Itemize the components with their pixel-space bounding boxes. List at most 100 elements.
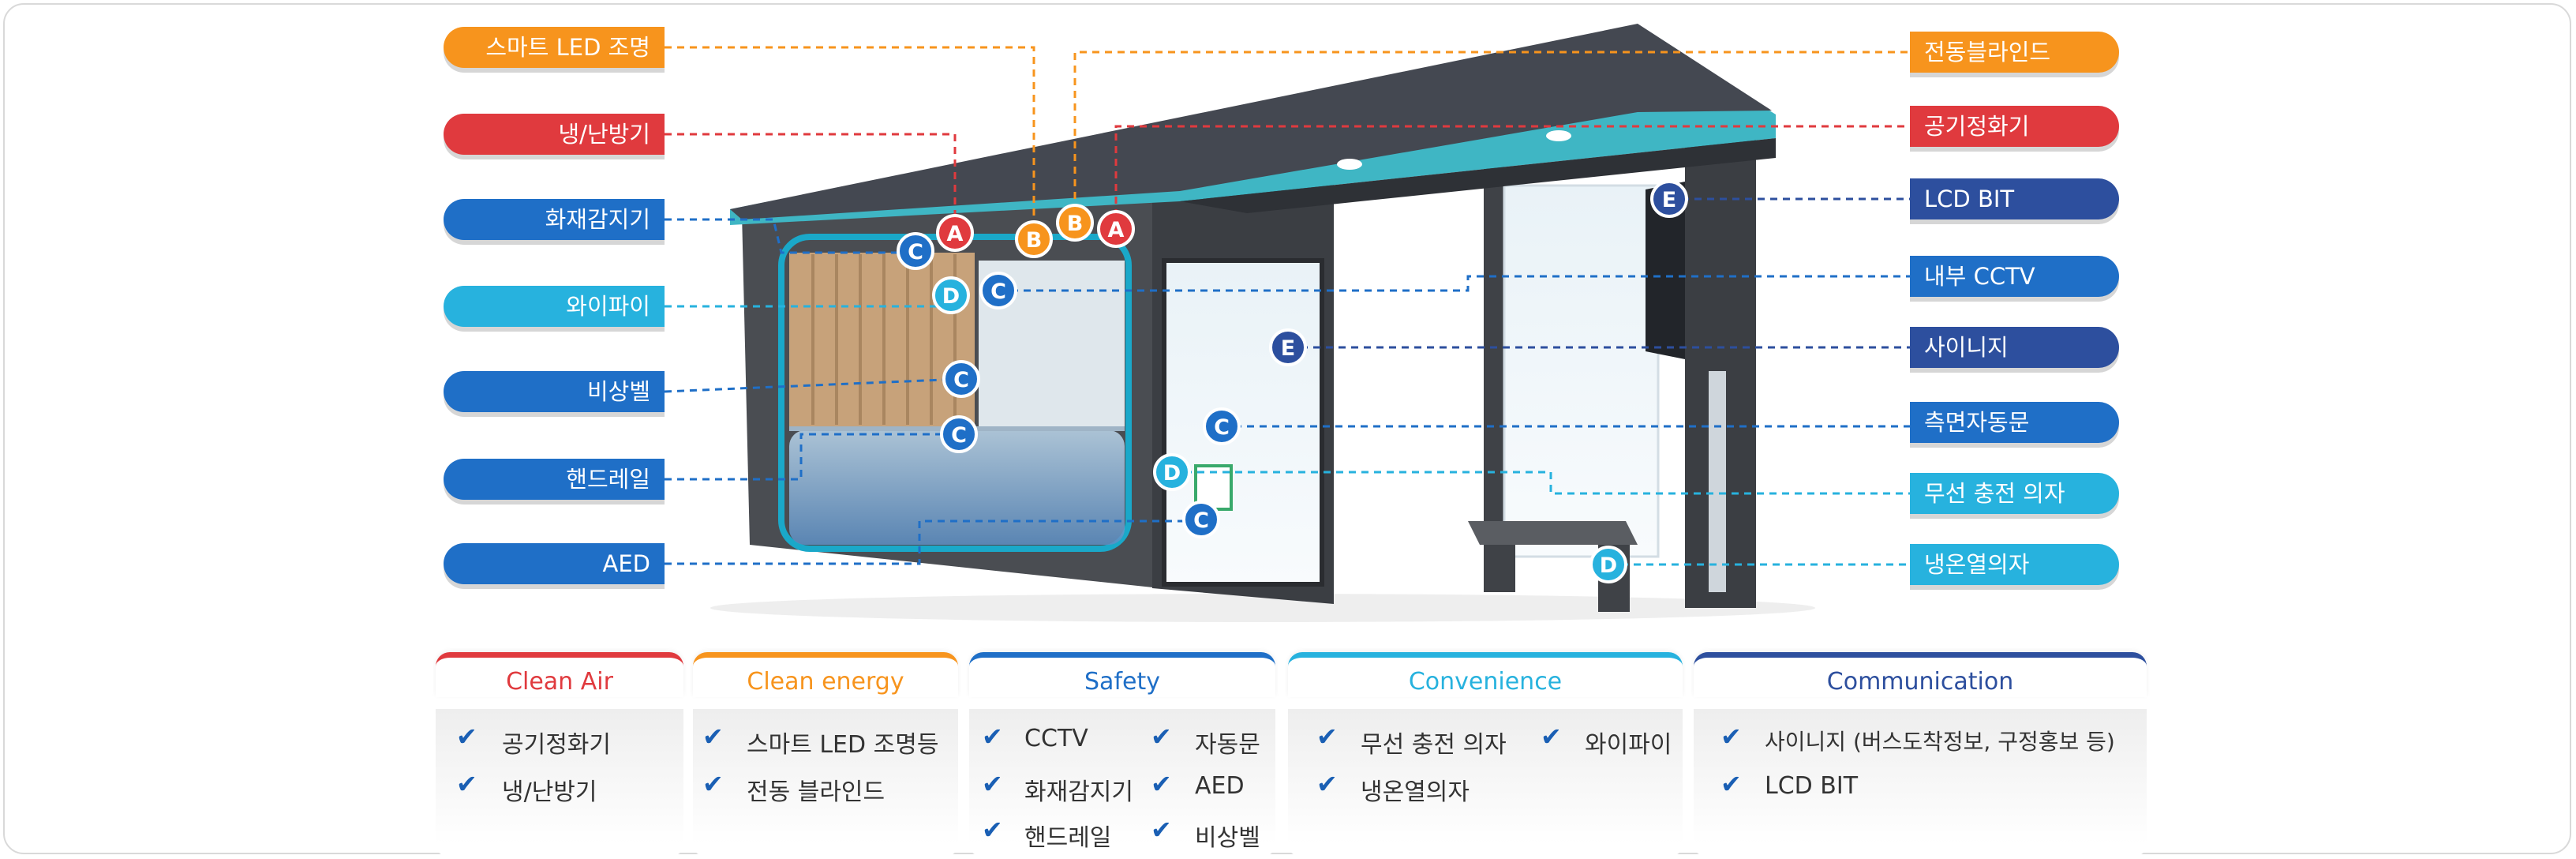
marker-d-3-label: D: [1600, 553, 1617, 578]
marker-d-1: D: [932, 276, 970, 314]
callout-aed: AED: [444, 543, 665, 584]
marker-c-5: C: [1203, 407, 1241, 445]
callout-emergency-bell: 비상벨: [444, 371, 665, 412]
marker-c-5-label: C: [1214, 415, 1230, 440]
marker-e-2-label: E: [1281, 336, 1295, 361]
check-icon: ✔: [702, 722, 724, 752]
check-icon: ✔: [1720, 722, 1742, 752]
tab-convenience-title: Convenience: [1408, 668, 1563, 696]
marker-d-2: D: [1153, 453, 1191, 491]
open-frame-post: [1484, 150, 1504, 592]
callout-lcd-bit: LCD BIT: [1910, 178, 2119, 219]
marker-c-6-label: C: [1193, 508, 1209, 533]
ground-shadow: [710, 594, 1815, 622]
bench-leg-left: [1484, 545, 1515, 592]
marker-b-1-label: B: [1026, 228, 1043, 253]
check-icon: ✔: [1151, 815, 1172, 845]
callout-handrail: 핸드레일: [444, 459, 665, 500]
marker-d-1-label: D: [942, 284, 960, 309]
marker-c-3-label: C: [953, 368, 969, 392]
check-icon: ✔: [982, 769, 1003, 799]
panel-communication: [1694, 709, 2147, 856]
marker-c-6: C: [1182, 501, 1220, 538]
marker-a-1-label: A: [947, 222, 964, 246]
signage-pole: [1709, 371, 1726, 592]
check-icon: ✔: [1316, 722, 1338, 752]
check-icon: ✔: [1541, 722, 1562, 752]
check-icon: ✔: [1720, 769, 1742, 799]
callout-internal-cctv: 내부 CCTV: [1910, 256, 2119, 297]
item-air-conditioner: 냉/난방기: [502, 778, 597, 806]
panel-convenience: [1288, 709, 1683, 856]
check-icon: ✔: [456, 722, 477, 752]
check-icon: ✔: [1151, 722, 1172, 752]
item-smart-led: 스마트 LED 조명등: [747, 731, 939, 759]
callout-side-auto-door: 측면자동문: [1910, 402, 2119, 443]
bubble-wrap-graphic: [789, 430, 1125, 545]
ceiling-light-2: [1546, 130, 1571, 141]
tab-communication-title: Communication: [1826, 668, 2014, 696]
item-electric-blind: 전동 블라인드: [747, 778, 886, 806]
marker-c-3: C: [942, 360, 980, 398]
callout-smart-led: 스마트 LED 조명: [444, 27, 665, 68]
check-icon: ✔: [1316, 769, 1338, 799]
marker-c-2: C: [979, 272, 1017, 309]
marker-d-3: D: [1589, 546, 1627, 583]
tab-clean-air: [436, 652, 683, 697]
marker-c-4: C: [940, 415, 978, 453]
item-emergency-bell: 비상벨: [1195, 824, 1260, 852]
item-handrail: 핸드레일: [1024, 824, 1112, 852]
callout-heated-cooled-seat: 냉온열의자: [1910, 544, 2119, 585]
marker-c-4-label: C: [951, 423, 967, 448]
marker-e-1: E: [1650, 180, 1688, 218]
tab-convenience: [1288, 652, 1683, 697]
bench-top: [1468, 521, 1638, 545]
side-door: [1162, 258, 1324, 587]
item-fire-detector: 화재감지기: [1024, 778, 1133, 806]
item-wireless-charging-seat: 무선 충전 의자: [1361, 731, 1507, 759]
lcd-bit-display: [1646, 182, 1685, 359]
open-glass-panel: [1503, 184, 1660, 558]
roof-underside: [1180, 138, 1776, 213]
tab-safety: [969, 652, 1275, 697]
callout-signage: 사이니지: [1910, 327, 2119, 368]
check-icon: ✔: [1151, 769, 1172, 799]
panel-clean-energy: [693, 709, 958, 856]
ceiling-light: [1337, 159, 1362, 170]
marker-b-2: B: [1056, 204, 1094, 242]
check-icon: ✔: [982, 722, 1003, 752]
check-icon: ✔: [456, 769, 477, 799]
item-air-purifier: 공기정화기: [502, 731, 611, 759]
marker-d-2-label: D: [1163, 461, 1181, 486]
marker-c-1-label: C: [908, 240, 923, 264]
item-aed: AED: [1195, 772, 1245, 800]
roof-top: [730, 24, 1772, 219]
tab-safety-title: Safety: [1084, 668, 1160, 696]
callout-wireless-charging-seat: 무선 충전 의자: [1910, 473, 2119, 514]
item-heated-cooled-seat: 냉온열의자: [1361, 778, 1470, 806]
tab-communication: [1694, 652, 2147, 697]
callout-wifi: 와이파이: [444, 286, 665, 327]
check-icon: ✔: [982, 815, 1003, 845]
marker-a-2: A: [1097, 210, 1135, 248]
callout-air-conditioner: 냉/난방기: [444, 114, 665, 155]
item-wifi: 와이파이: [1585, 731, 1672, 759]
callout-fire-detector: 화재감지기: [444, 199, 665, 240]
check-icon: ✔: [702, 769, 724, 799]
panel-safety: [969, 709, 1275, 856]
marker-b-1: B: [1015, 220, 1053, 258]
marker-c-2-label: C: [990, 279, 1006, 304]
tab-clean-energy-title: Clean energy: [747, 668, 904, 696]
marker-c-1: C: [897, 232, 934, 270]
callout-air-purifier: 공기정화기: [1910, 106, 2119, 147]
marker-b-2-label: B: [1067, 212, 1084, 236]
panel-clean-air: [436, 709, 683, 856]
bus-shelter-diagram: A A B B C C C C C C D D D E E: [664, 24, 1910, 622]
item-cctv: CCTV: [1024, 725, 1088, 752]
marker-e-2: E: [1269, 328, 1307, 366]
item-auto-door: 자동문: [1195, 731, 1260, 759]
tab-clean-energy: [693, 652, 958, 697]
tab-clean-air-title: Clean Air: [506, 668, 613, 696]
marker-e-1-label: E: [1662, 188, 1676, 212]
marker-a-1: A: [936, 214, 974, 252]
